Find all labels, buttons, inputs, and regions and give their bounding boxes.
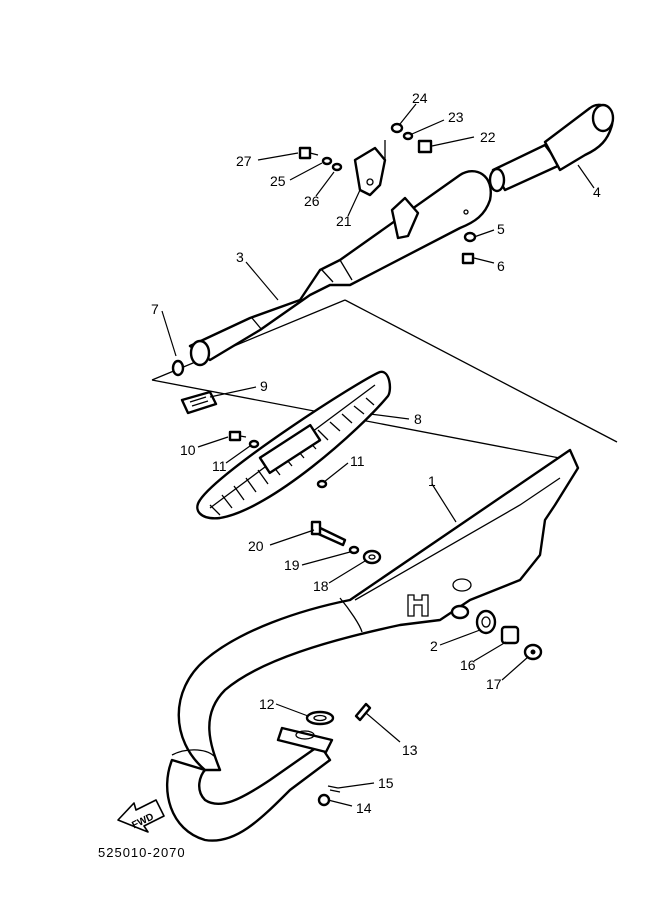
callout-5: 5: [497, 221, 505, 237]
callout-23: 23: [448, 109, 464, 125]
gasket-ring-part: [171, 359, 185, 377]
silencer-part: [188, 170, 492, 367]
callout-4: 4: [593, 184, 601, 200]
washer-part: [248, 439, 260, 449]
collar-part: [500, 625, 520, 645]
screw-part: [228, 430, 247, 442]
callout-16: 16: [460, 657, 476, 673]
callout-15: 15: [378, 775, 394, 791]
bolt-part: [417, 139, 433, 154]
bolt-part: [298, 146, 319, 160]
diagram-code: 525010-2070: [98, 845, 186, 860]
bracket-part: [353, 140, 387, 197]
callout-19: 19: [284, 557, 300, 573]
callout-2: 2: [430, 638, 438, 654]
callout-24: 24: [412, 90, 428, 106]
callout-13: 13: [402, 742, 418, 758]
damper-part: [362, 549, 382, 565]
callout-17: 17: [486, 676, 502, 692]
callout-6: 6: [497, 258, 505, 274]
callout-14: 14: [356, 800, 372, 816]
callout-labels: 1 2 3 4 5 6 7 8 9 10 11 11 12 13 14 15 1…: [151, 90, 601, 816]
washer-part: [321, 156, 333, 166]
bolt-part: [310, 520, 347, 547]
clip-nut-part: [523, 643, 543, 661]
callout-11-upper: 11: [212, 458, 227, 474]
callout-12: 12: [259, 696, 275, 712]
tail-pipe-part: [488, 103, 615, 193]
exhaust-pipe-part: [165, 448, 580, 842]
callout-25: 25: [270, 173, 286, 189]
callout-21: 21: [336, 213, 352, 229]
label-part: [180, 390, 218, 415]
callout-11-lower: 11: [350, 453, 365, 469]
bolt-part: [461, 252, 475, 265]
washer-part: [316, 479, 328, 489]
callout-26: 26: [304, 193, 320, 209]
gasket-part: [305, 710, 335, 726]
washer-part: [331, 162, 343, 172]
callout-8: 8: [414, 411, 422, 427]
nut-part: [390, 122, 404, 134]
nut-part: [463, 231, 477, 243]
callout-18: 18: [313, 578, 329, 594]
callout-20: 20: [248, 538, 264, 554]
forward-direction-arrow: FWD: [117, 799, 165, 833]
callout-3: 3: [236, 249, 244, 265]
stud-bolt-part: [354, 702, 372, 722]
callout-10: 10: [180, 442, 196, 458]
callout-27: 27: [236, 153, 252, 169]
grommet-part: [475, 609, 497, 635]
washer-part: [348, 545, 360, 555]
washer-part: [402, 131, 414, 141]
protector-part: [196, 370, 392, 520]
leader-lines: [161, 103, 595, 807]
callout-1: 1: [428, 473, 436, 489]
callout-9: 9: [260, 378, 268, 394]
callout-7: 7: [151, 301, 159, 317]
callout-22: 22: [480, 129, 496, 145]
spring-washer-part: [327, 785, 341, 793]
nut-part: [317, 793, 331, 807]
